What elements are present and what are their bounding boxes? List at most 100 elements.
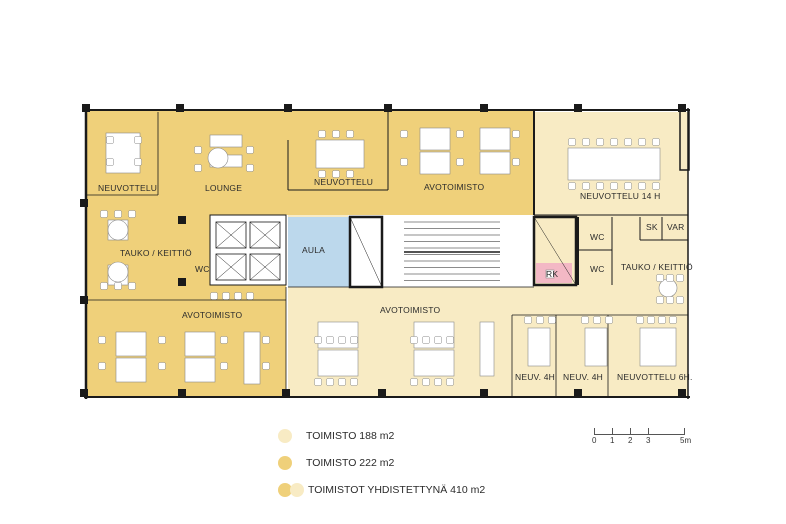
chair: [446, 378, 454, 386]
label-aula: AULA: [302, 245, 325, 255]
chair: [100, 282, 108, 290]
columns: [80, 104, 690, 397]
chair: [434, 378, 442, 386]
column: [178, 278, 186, 286]
scale-tick: [612, 428, 613, 434]
scale-label: 3: [646, 436, 651, 445]
legend-label: TOIMISTO 188 m2: [306, 430, 395, 442]
column: [176, 104, 184, 112]
chair: [346, 130, 354, 138]
label-wc-right-2: WC: [590, 264, 605, 274]
room-labels: NEUVOTTELU LOUNGE NEUVOTTELU AVOTOIMISTO…: [98, 177, 693, 382]
table: [419, 127, 451, 151]
table: [317, 349, 359, 377]
stairs: [404, 221, 500, 281]
table: [209, 134, 243, 148]
chair: [568, 182, 576, 190]
scale-bar: 0 1 2 3 5m: [578, 426, 708, 456]
chair: [98, 336, 106, 344]
chair: [605, 316, 613, 324]
chair: [656, 296, 664, 304]
label-wc-left: WC: [195, 264, 210, 274]
swatch-office-188: [278, 429, 292, 443]
chair: [610, 182, 618, 190]
legend-label: TOIMISTO 222 m2: [306, 457, 395, 469]
chair: [456, 130, 464, 138]
chair: [536, 316, 544, 324]
chair: [332, 130, 340, 138]
round-table: [107, 261, 129, 283]
scale-label: 2: [628, 436, 633, 445]
table: [317, 321, 359, 349]
chair: [314, 378, 322, 386]
label-neuv-4h-1: NEUV. 4H: [515, 372, 555, 382]
chair: [100, 210, 108, 218]
table: [567, 147, 661, 181]
chair: [346, 170, 354, 178]
chair: [658, 316, 666, 324]
chair: [400, 158, 408, 166]
chair: [350, 336, 358, 344]
table: [639, 327, 677, 367]
office-222-zone: [86, 110, 534, 215]
table: [184, 331, 216, 357]
table: [315, 139, 365, 169]
round-table: [207, 147, 229, 169]
scale-line: [594, 428, 685, 435]
column: [384, 104, 392, 112]
column: [678, 104, 686, 112]
stair-core: [348, 215, 534, 287]
chair: [446, 336, 454, 344]
chair: [652, 138, 660, 146]
chair: [582, 182, 590, 190]
column: [678, 389, 686, 397]
table: [115, 357, 147, 383]
table: [479, 321, 495, 377]
chair: [106, 158, 114, 166]
chair: [647, 316, 655, 324]
chair: [581, 316, 589, 324]
column: [574, 104, 582, 112]
chair: [456, 158, 464, 166]
column: [282, 389, 290, 397]
table: [584, 327, 608, 367]
label-tauko-right: TAUKO / KEITTIÖ: [621, 262, 693, 272]
label-var: VAR: [667, 222, 684, 232]
label-rk: RK: [546, 269, 558, 279]
table: [115, 331, 147, 357]
scale-label: 5m: [680, 436, 692, 445]
column: [80, 296, 88, 304]
chair: [582, 138, 590, 146]
table: [413, 321, 455, 349]
chair: [524, 316, 532, 324]
chair: [422, 336, 430, 344]
scale-tick: [630, 428, 631, 434]
chair: [666, 274, 674, 282]
chair: [318, 170, 326, 178]
label-sk: SK: [646, 222, 658, 232]
chair: [400, 130, 408, 138]
chair: [314, 336, 322, 344]
scale-label: 0: [592, 436, 597, 445]
label-neuvottelu-14h: NEUVOTTELU 14 H: [580, 191, 660, 201]
chair: [114, 282, 122, 290]
chair: [262, 362, 270, 370]
table: [479, 151, 511, 175]
chair: [194, 164, 202, 172]
table: [419, 151, 451, 175]
label-neuv-4h-2: NEUV. 4H: [563, 372, 603, 382]
chair: [98, 362, 106, 370]
chair: [676, 296, 684, 304]
chair: [666, 296, 674, 304]
legend-item-188: TOIMISTO 188 m2: [278, 426, 394, 446]
chair: [222, 292, 230, 300]
chair: [593, 316, 601, 324]
chair: [134, 136, 142, 144]
chair: [410, 336, 418, 344]
chair: [262, 336, 270, 344]
chair: [114, 210, 122, 218]
chair: [246, 146, 254, 154]
chair: [410, 378, 418, 386]
label-neuvottelu-6h: NEUVOTTELU 6H.: [617, 372, 693, 382]
chair: [656, 274, 664, 282]
